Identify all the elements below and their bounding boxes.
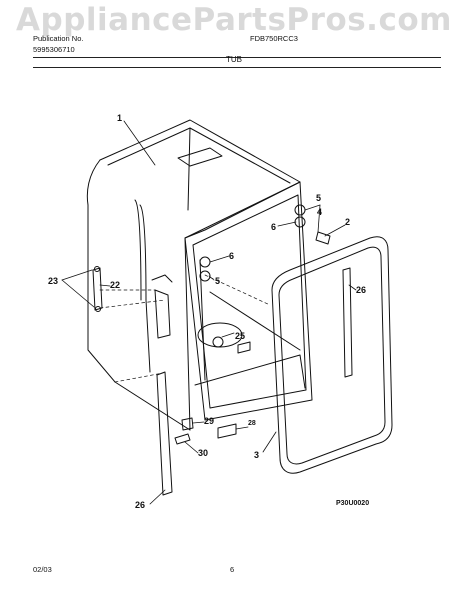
fastener-5-upper — [294, 204, 306, 216]
fastener-5-lower — [199, 270, 211, 282]
door-gasket — [271, 236, 393, 474]
header-rule-bottom — [33, 67, 441, 68]
callout-23: 23 — [48, 276, 58, 286]
tub-back-edge — [187, 127, 191, 211]
callout-2: 2 — [345, 217, 350, 227]
callout-6-lower: 6 — [229, 251, 234, 261]
callout-25: 25 — [235, 331, 245, 341]
part-28 — [217, 423, 237, 439]
tub-bottom-line — [114, 381, 191, 431]
footer-date: 02/03 — [33, 565, 52, 574]
callout-30: 30 — [198, 448, 208, 458]
tub-top-recess — [107, 127, 291, 184]
callout-5-lower: 5 — [215, 276, 220, 286]
callout-22: 22 — [110, 280, 120, 290]
model-number: FDB750RCC3 — [250, 34, 298, 43]
tub-inner-floor-line — [209, 291, 301, 351]
callout-1: 1 — [117, 113, 122, 123]
callout-29: 29 — [204, 416, 214, 426]
callout-28: 28 — [248, 420, 256, 427]
strip-22 — [92, 267, 103, 311]
part-25 — [237, 341, 251, 354]
tub-top-vent — [177, 147, 223, 167]
side-bracket — [154, 289, 171, 339]
part-30 — [174, 433, 191, 445]
tub-front-corner — [184, 229, 206, 431]
page-title: TUB — [226, 55, 242, 64]
callout-4: 4 — [317, 207, 322, 217]
callout-6-upper: 6 — [271, 222, 276, 232]
tub-front-flange-outer — [184, 181, 313, 421]
fastener-6-upper — [294, 216, 306, 228]
side-seal-left — [156, 371, 173, 496]
callout-3: 3 — [254, 450, 259, 460]
footer-page-number: 6 — [230, 565, 235, 574]
clip-2 — [315, 231, 331, 245]
tub-floor — [194, 354, 306, 389]
side-seal-right — [342, 267, 353, 378]
callout-5-upper: 5 — [316, 193, 321, 203]
tub-inner-left — [199, 259, 206, 381]
part-29 — [181, 417, 194, 431]
callout-26-right: 26 — [356, 285, 366, 295]
publication-number: 5995306710 — [33, 45, 75, 54]
tub-left-side — [86, 159, 116, 383]
publication-label: Publication No. — [33, 34, 84, 43]
fastener-6-lower — [199, 256, 211, 268]
header-rule-top — [33, 57, 441, 58]
tub-side-channel — [139, 204, 151, 373]
watermark: AppliancePartsPros.com — [16, 2, 452, 38]
tub-top-edge — [99, 119, 301, 231]
callout-26-left: 26 — [135, 500, 145, 510]
diagram-reference-code: P30U0020 — [336, 500, 369, 507]
